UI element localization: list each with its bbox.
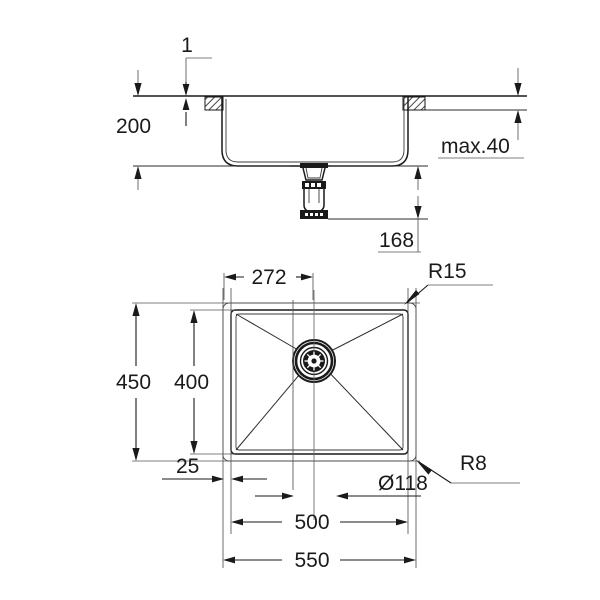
dim-label-168: 168 [379, 229, 414, 252]
dim-label-272: 272 [251, 266, 286, 289]
dim-label-1: 1 [181, 34, 193, 57]
dim-bowl-width-500: 500 [231, 511, 408, 534]
dim-margin-25: 25 [162, 455, 267, 483]
dim-label-550: 550 [294, 549, 329, 572]
dim-label-200: 200 [116, 115, 151, 138]
dim-label-450: 450 [116, 371, 151, 394]
dim-outer-450: 450 [116, 303, 151, 461]
dim-max-40: max.40 [438, 68, 524, 159]
dim-label-r15: R15 [428, 260, 467, 283]
leader-r15: R15 [404, 260, 493, 305]
dim-waste-168: 168 [378, 166, 422, 253]
dim-drain-dia-118: Ø118 [255, 472, 428, 500]
worktop-hatch-left [204, 96, 224, 111]
dim-label-400: 400 [174, 371, 209, 394]
worktop-hatch-right [402, 96, 426, 111]
plan-extension-lines-h [132, 302, 420, 462]
dim-outer-width-550: 550 [223, 549, 416, 572]
dim-bowl-400: 400 [174, 310, 209, 454]
sink-bowl-section [221, 96, 409, 167]
dim-label-max40: max.40 [441, 135, 510, 158]
dim-label-500: 500 [294, 511, 329, 534]
waste-trap-assembly [300, 163, 328, 219]
dim-thickness-1: 1 [181, 34, 212, 126]
dim-depth-200: 200 [116, 70, 151, 190]
dim-label-dia118: Ø118 [378, 472, 428, 495]
dim-label-25: 25 [176, 455, 199, 478]
dim-drain-offset-272: 272 [223, 266, 314, 300]
elevation-view: 1 200 max.40 [116, 34, 527, 253]
plan-view: 272 450 400 [116, 260, 520, 572]
dim-label-r8: R8 [460, 452, 487, 475]
bowl-slope-lines [235, 313, 404, 451]
leader-r8: R8 [416, 452, 520, 484]
plan-extension-lines [222, 288, 417, 568]
